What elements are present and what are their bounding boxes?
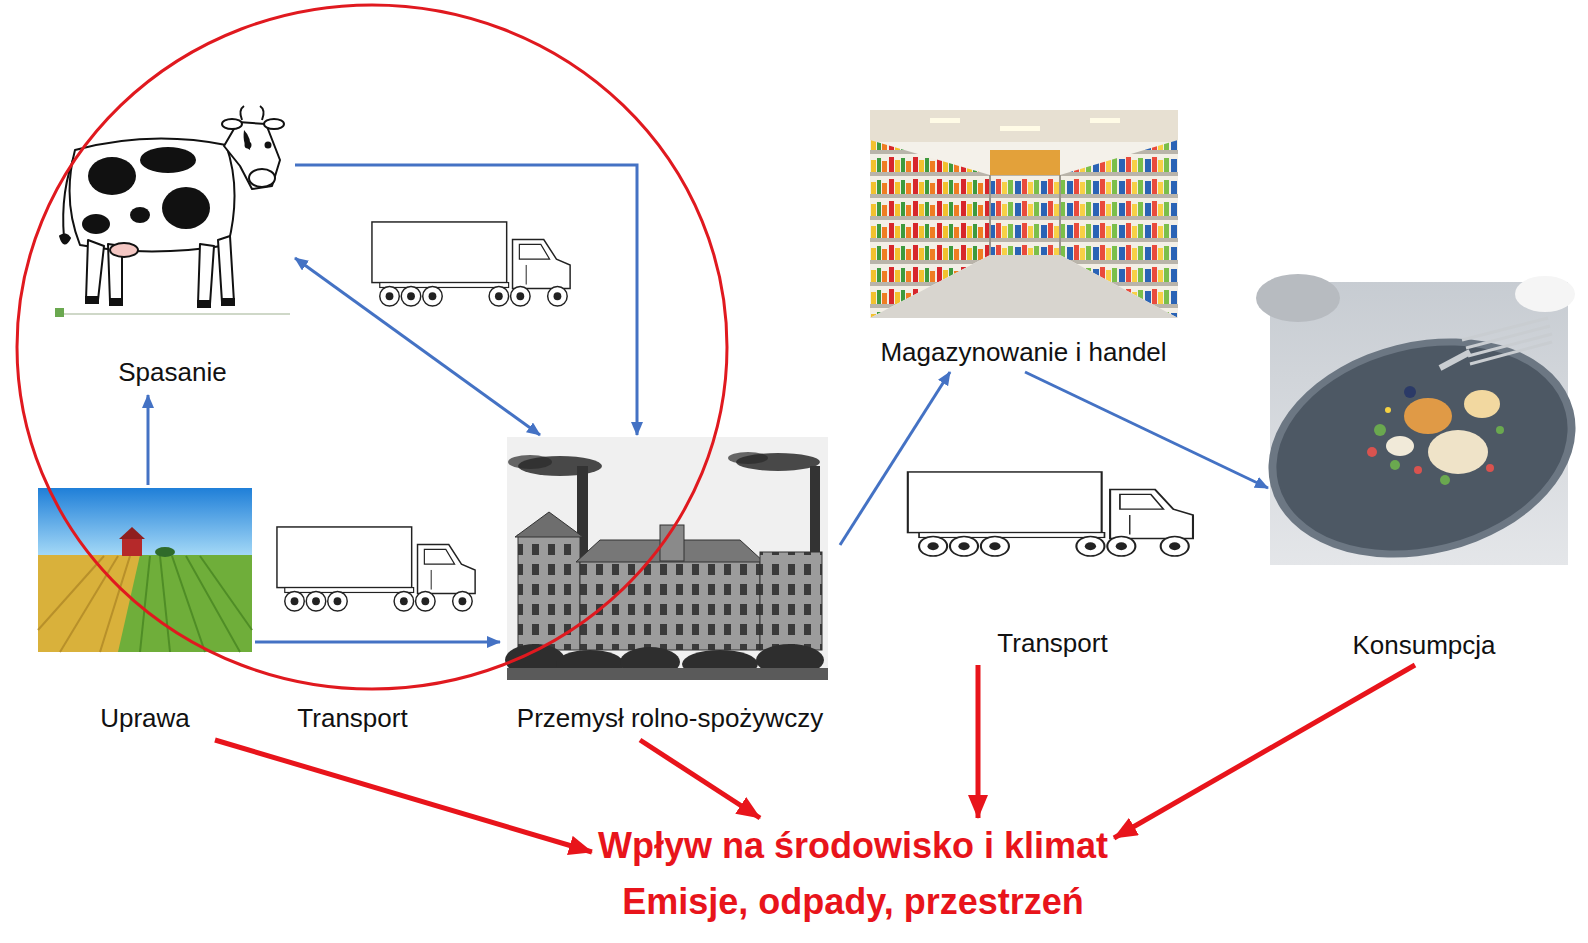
truck-icon	[277, 527, 475, 611]
transport-node: Transport	[900, 470, 1205, 665]
retail-node: Magazynowanie i handel	[865, 108, 1182, 372]
impact-arrow	[1114, 665, 1415, 838]
highlight-circle	[17, 5, 727, 689]
impact-arrow	[976, 665, 981, 818]
impact-arrow	[640, 740, 760, 818]
stage-label: Przemysł rolno-spożywczy	[517, 703, 823, 733]
truck-icon	[908, 472, 1193, 556]
industry-node: Przemysł rolno-spożywczy	[500, 435, 840, 740]
cultivation-node: Uprawa	[35, 485, 255, 740]
grazing-node: Spasanie	[50, 105, 295, 395]
flow-arrow	[295, 165, 637, 435]
edge-label-holder: Transport	[295, 703, 409, 733]
factory-illustration	[505, 437, 828, 680]
impact-arrow	[215, 740, 592, 852]
flow-arrow	[840, 372, 950, 545]
impact-node: Wpływ na środowisko i klimatEmisje, odpa…	[592, 818, 1114, 930]
field-illustration	[38, 488, 252, 652]
flow-arrow	[255, 641, 500, 644]
consumption-node: Konsumpcja	[1268, 280, 1580, 665]
stage-label: Magazynowanie i handel	[880, 337, 1166, 367]
stage-label: Konsumpcja	[1352, 630, 1495, 660]
dish-illustration	[1245, 274, 1588, 589]
flow-arrow	[147, 395, 150, 485]
impact-heading: Wpływ na środowisko i klimat	[592, 818, 1114, 874]
flow-arrow	[1025, 372, 1268, 488]
flow-arrow	[295, 258, 540, 435]
stage-label: Spasanie	[118, 357, 226, 387]
stage-label: Transport	[997, 628, 1107, 658]
supermarket-illustration	[870, 110, 1178, 318]
impact-heading: Emisje, odpady, przestrzeń	[592, 874, 1114, 930]
edge-label: Transport	[295, 703, 409, 733]
stage-label: Uprawa	[100, 703, 190, 733]
truck-icon	[372, 222, 570, 306]
